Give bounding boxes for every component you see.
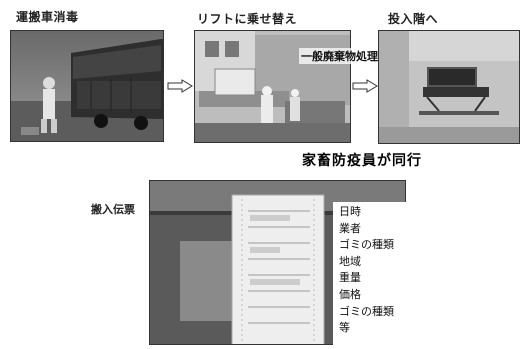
caption-lift-transfer: リフトに乗せ替え xyxy=(197,12,298,26)
photo-lift-transfer xyxy=(194,30,351,143)
slip-item-price: 価格 xyxy=(339,287,361,301)
slip-item-waste-type: ゴミの種類 xyxy=(339,238,394,252)
caption-livestock-officer: 家畜防疫員が同行 xyxy=(302,153,422,169)
photo-truck-disinfection xyxy=(10,30,164,142)
slip-item-etc: 等 xyxy=(339,321,350,335)
arrow-right-icon xyxy=(352,79,378,93)
slip-label: 搬入伝票 xyxy=(91,203,135,216)
caption-to-input-floor: 投入階へ xyxy=(388,12,439,26)
caption-truck-disinfection: 運搬車消毒 xyxy=(16,10,79,24)
slip-item-list: 日時 業者 ゴミの種類 地域 重量 価格 ゴミの種類 等 xyxy=(333,202,406,345)
arrow-right-icon xyxy=(167,79,193,93)
photo-input-floor xyxy=(378,30,520,144)
slip-item-waste-type-2: ゴミの種類 xyxy=(339,304,394,318)
slip-item-datetime: 日時 xyxy=(339,205,361,218)
slip-item-company: 業者 xyxy=(339,221,361,235)
slip-item-region: 地域 xyxy=(339,254,361,268)
overlay-waste-facility-label: 一般廃棄物処理場 xyxy=(299,48,391,64)
slip-item-weight: 重量 xyxy=(339,271,361,285)
